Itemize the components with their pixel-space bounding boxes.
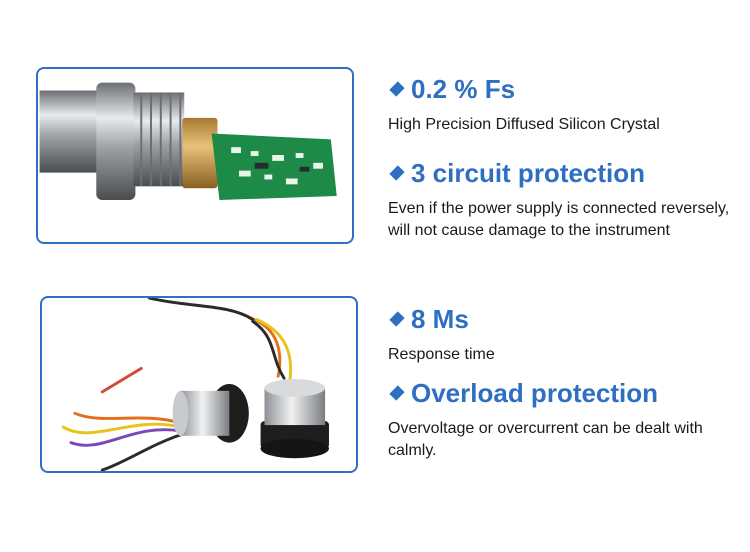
- feature-heading: 8 Ms: [388, 303, 738, 335]
- sensor-board-photo: [36, 67, 354, 244]
- feature-title: 8 Ms: [411, 304, 469, 334]
- feature-description: High Precision Diffused Silicon Crystal: [388, 116, 660, 133]
- diamond-bullet-icon: [389, 385, 405, 401]
- feature-circuit-protection: 3 circuit protection Even if the power s…: [388, 157, 738, 242]
- sensor-board-illustration: [39, 82, 337, 200]
- feature-overload-protection: Overload protection Overvoltage or overc…: [388, 377, 738, 462]
- feature-heading: 0.2 % Fs: [388, 73, 738, 105]
- feature-description: Response time: [388, 346, 495, 363]
- feature-response-time: 8 Ms Response time: [388, 303, 738, 366]
- diamond-bullet-icon: [389, 165, 405, 181]
- feature-title: 3 circuit protection: [411, 158, 646, 188]
- pressure-core-illustration: [61, 298, 329, 471]
- diamond-bullet-icon: [389, 81, 405, 97]
- diamond-bullet-icon: [389, 311, 405, 327]
- feature-heading: 3 circuit protection: [388, 157, 738, 189]
- feature-title: 0.2 % Fs: [411, 74, 516, 104]
- feature-description: Overvoltage or overcurrent can be dealt …: [388, 420, 703, 459]
- pressure-core-photo: [40, 296, 358, 473]
- feature-title: Overload protection: [411, 378, 659, 408]
- feature-description: Even if the power supply is connected re…: [388, 200, 730, 239]
- feature-accuracy: 0.2 % Fs High Precision Diffused Silicon…: [388, 73, 738, 136]
- feature-heading: Overload protection: [388, 377, 738, 409]
